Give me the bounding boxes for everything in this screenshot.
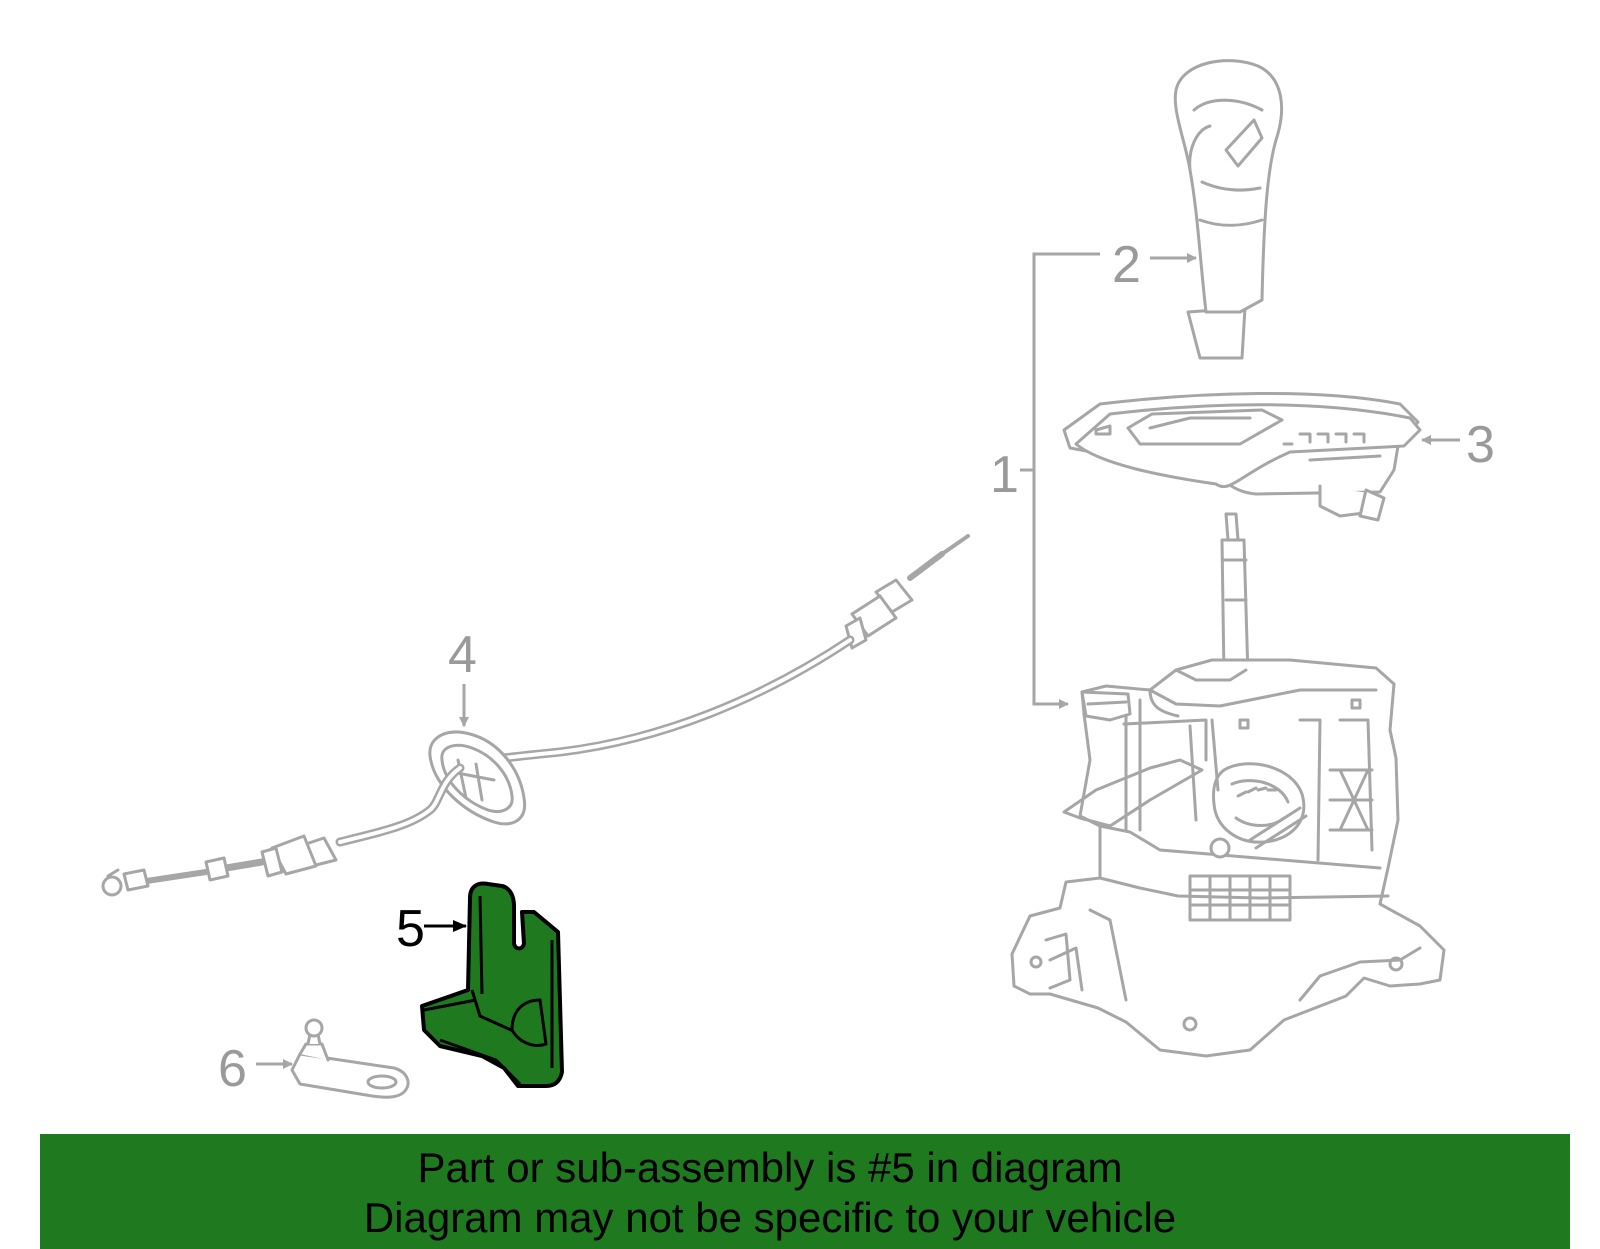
callout-5: 5 [396,900,425,958]
callout-6: 6 [218,1040,247,1098]
callout-2: 2 [1112,236,1141,294]
shift-bezel [1062,391,1422,522]
shift-knob [1173,59,1283,360]
callout-3: 3 [1466,416,1495,474]
shift-lever-rod [1220,512,1250,678]
banner-line-part-number: Part or sub-assembly is #5 in diagram [417,1144,1123,1191]
bracket-part-5 [420,881,564,1088]
info-banner: Part or sub-assembly is #5 in diagram Di… [40,1134,1570,1249]
ball-stud-lever [290,1018,410,1099]
leader-lines [256,252,1460,1069]
banner-line-disclaimer: Diagram may not be specific to your vehi… [363,1194,1177,1241]
shift-cable [101,534,970,897]
callout-1: 1 [990,446,1019,504]
shifter-housing [1010,658,1446,1058]
callout-4: 4 [448,626,477,684]
